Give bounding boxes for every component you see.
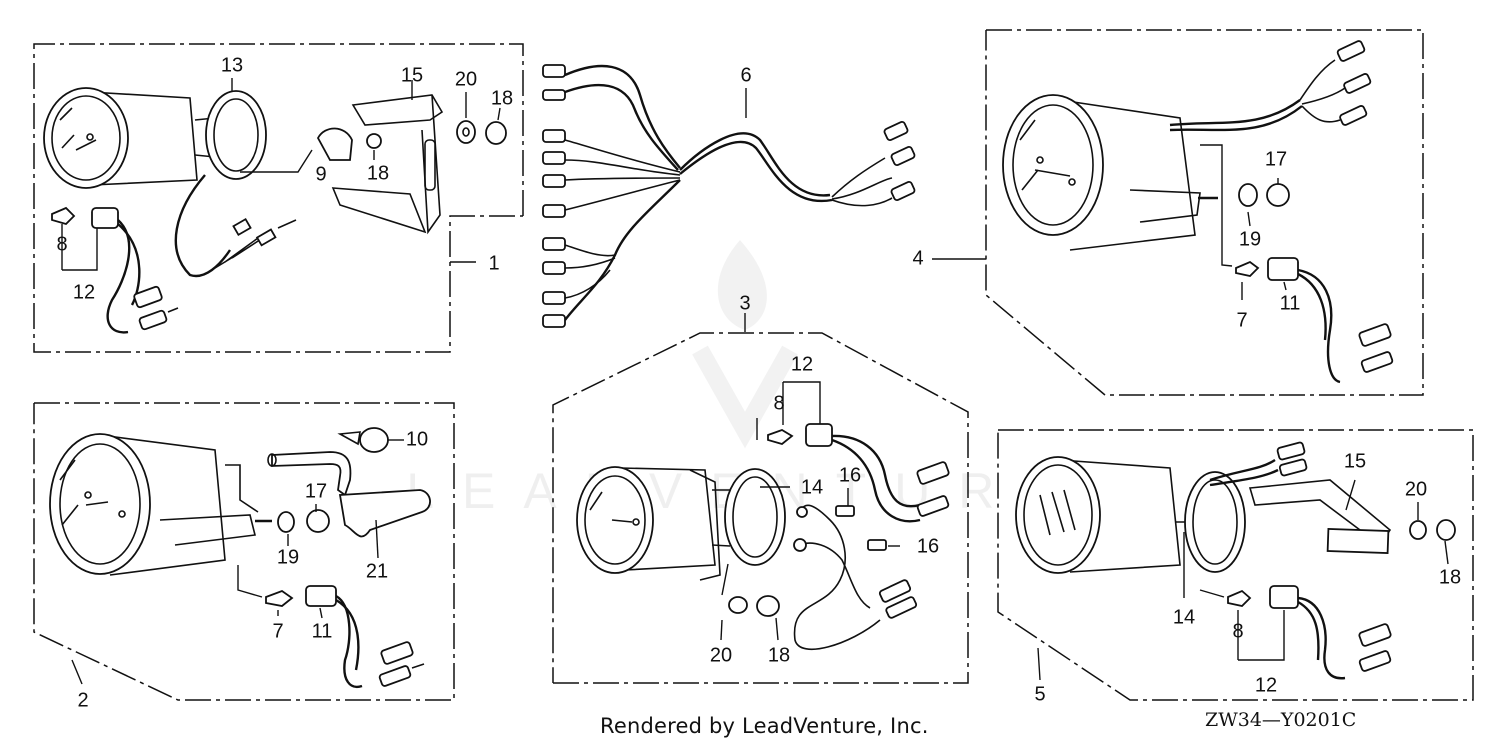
callout-19: 19 — [277, 546, 299, 568]
callout-14: 14 — [801, 476, 823, 498]
group-1-callouts: 13 15 20 18 9 18 8 12 1 — [56, 54, 513, 303]
callout-19: 19 — [1239, 228, 1261, 250]
callout-4: 4 — [912, 247, 923, 269]
group-5-gauge — [1015, 441, 1456, 681]
group-2-gauge — [49, 427, 431, 689]
callout-15: 15 — [1344, 450, 1366, 472]
callout-20: 20 — [1405, 478, 1427, 500]
callout-20: 20 — [710, 644, 732, 666]
group-3-callouts: 3 12 8 14 16 16 20 18 — [710, 292, 939, 666]
group-3-gauge — [576, 313, 950, 650]
group-5-callouts: 15 20 18 14 8 12 5 — [1034, 450, 1461, 705]
callout-14: 14 — [1173, 606, 1195, 628]
group-2-boundary — [33, 402, 455, 701]
group-4-callouts: 4 17 19 7 11 — [912, 148, 1300, 331]
callout-12: 12 — [73, 281, 95, 303]
callout-18: 18 — [491, 87, 513, 109]
callout-8: 8 — [56, 233, 67, 255]
callout-18: 18 — [768, 644, 790, 666]
callout-11: 11 — [1280, 292, 1301, 314]
harness-callouts: 6 — [740, 64, 751, 86]
callout-13: 13 — [221, 54, 243, 76]
callout-11: 11 — [312, 620, 333, 642]
group-1-gauge — [43, 78, 507, 334]
callout-18: 18 — [367, 162, 389, 184]
diagram-code: ZW34—Y0201C — [1205, 709, 1357, 731]
callout-16: 16 — [917, 535, 939, 557]
callout-3: 3 — [739, 292, 750, 314]
callout-2: 2 — [77, 689, 88, 711]
callout-9: 9 — [315, 163, 326, 185]
callout-10: 10 — [406, 428, 428, 450]
callout-5: 5 — [1034, 683, 1045, 705]
callout-15: 15 — [401, 64, 423, 86]
callout-8: 8 — [1232, 620, 1243, 642]
group-2-callouts: 10 17 19 21 7 11 2 — [77, 428, 428, 711]
callout-12: 12 — [1255, 674, 1277, 696]
callout-20: 20 — [455, 68, 477, 90]
callout-17: 17 — [1265, 148, 1287, 170]
callout-12: 12 — [791, 353, 813, 375]
group-3-boundary — [552, 332, 969, 684]
callout-7: 7 — [1236, 309, 1247, 331]
render-credit: Rendered by LeadVenture, Inc. — [600, 714, 929, 738]
callout-21: 21 — [366, 560, 388, 582]
group-4-boundary — [985, 29, 1424, 396]
group-1-boundary — [33, 43, 524, 353]
callout-7: 7 — [272, 620, 283, 642]
harness-6 — [542, 64, 916, 328]
callout-17: 17 — [305, 480, 327, 502]
group-4-gauge — [932, 40, 1394, 384]
callout-16: 16 — [839, 464, 861, 486]
callout-6: 6 — [740, 64, 751, 86]
callout-18: 18 — [1439, 566, 1461, 588]
callout-8: 8 — [773, 392, 784, 414]
callout-1: 1 — [488, 252, 499, 274]
